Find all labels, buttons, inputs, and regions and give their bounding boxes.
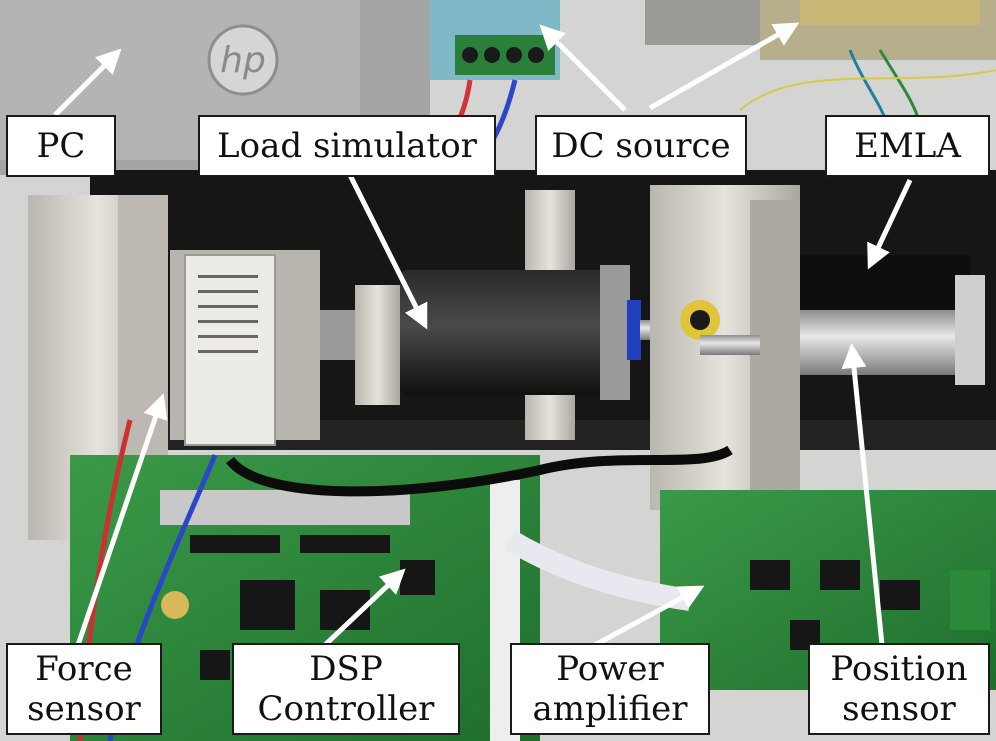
- label-position-sensor: Position sensor: [808, 643, 990, 735]
- hp-logo: [207, 24, 279, 96]
- load-simulator-cylinder: [400, 270, 615, 395]
- label-emla: EMLA: [825, 115, 990, 177]
- label-dsp-controller: DSP Controller: [232, 643, 460, 735]
- label-load-simulator: Load simulator: [198, 115, 496, 177]
- label-power-amplifier: Power amplifier: [510, 643, 710, 735]
- svg-text:hp: hp: [220, 40, 266, 81]
- label-dc-source: DC source: [535, 115, 747, 177]
- arrow-dc-source-left: [539, 24, 627, 112]
- arrow-pc: [53, 48, 122, 117]
- arrow-load-simulator: [342, 163, 428, 330]
- label-pc: PC: [6, 115, 116, 177]
- annotation-arrows: [53, 22, 913, 648]
- arrow-power-amplifier: [593, 585, 705, 648]
- pc-laptop: hp: [0, 0, 430, 175]
- arrow-dc-source-right: [648, 22, 800, 111]
- emla-body: [800, 255, 970, 310]
- arrow-dsp-controller: [323, 568, 406, 647]
- label-force-sensor: Force sensor: [6, 643, 162, 735]
- arrow-emla: [867, 178, 913, 270]
- arrow-position-sensor: [841, 343, 885, 646]
- dc-source-unit-left: [430, 0, 560, 80]
- arrow-force-sensor: [75, 393, 168, 646]
- position-sensor-rod: [800, 310, 970, 375]
